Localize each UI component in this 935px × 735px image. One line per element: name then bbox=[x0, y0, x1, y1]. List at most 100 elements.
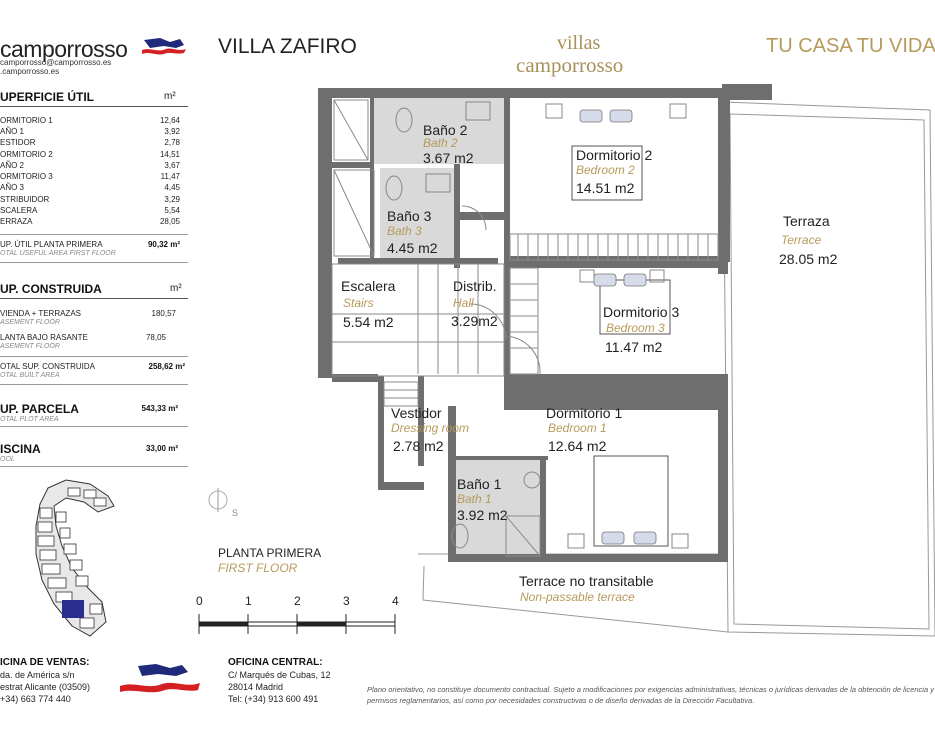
table-row-label: AÑO 2 bbox=[0, 161, 25, 170]
parcela-sub: OTAL PLOT AREA bbox=[0, 416, 59, 423]
room-dorm1-en: Bedroom 1 bbox=[548, 421, 607, 435]
table-row-value: 3,92 bbox=[164, 127, 180, 136]
divider bbox=[0, 426, 188, 427]
divider bbox=[0, 466, 188, 467]
bed-1-icon bbox=[593, 455, 669, 547]
superficie-util-total-value: 90,32 m² bbox=[147, 240, 180, 249]
table-row-value: 180,57 bbox=[151, 309, 176, 318]
table-row-label: AÑO 3 bbox=[0, 183, 25, 192]
table-row-label: ORMITORIO 3 bbox=[0, 172, 53, 181]
table-row-label: ORMITORIO 1 bbox=[0, 116, 53, 125]
table-row-label: ORMITORIO 2 bbox=[0, 150, 53, 159]
floor-plan bbox=[318, 84, 935, 637]
central-title: OFICINA CENTRAL: bbox=[228, 657, 323, 668]
sup-construida-total-label: OTAL SUP. CONSTRUIDA bbox=[0, 362, 95, 371]
piscina-value: 33,00 m² bbox=[145, 444, 178, 453]
parcela-value: 543,33 m² bbox=[141, 404, 178, 413]
ventas-phone[interactable]: +34) 663 774 440 bbox=[0, 694, 71, 704]
disclaimer: Plano orientativo, no constituye documen… bbox=[367, 685, 934, 705]
divider bbox=[0, 262, 188, 263]
room-terraza-name: Terraza bbox=[783, 213, 830, 229]
site-highlight bbox=[62, 600, 84, 618]
brand-name: camporrosso bbox=[0, 36, 128, 62]
room-terrace-nt-name: Terrace no transitable bbox=[519, 573, 654, 589]
room-bano2-en: Bath 2 bbox=[423, 136, 458, 150]
floor-name-en: FIRST FLOOR bbox=[218, 561, 298, 575]
table-row-sub: ASEMENT FLOOR bbox=[0, 343, 60, 350]
parcela-title: UP. PARCELA bbox=[0, 402, 79, 416]
room-terraza-en: Terrace bbox=[781, 233, 822, 247]
table-row-value: 11,47 bbox=[160, 172, 180, 181]
table-row-value: 4,45 bbox=[164, 183, 180, 192]
room-distrib-area: 3.29m2 bbox=[451, 313, 498, 329]
brand-flag-icon bbox=[142, 38, 186, 55]
bed-2-icon bbox=[571, 145, 643, 201]
table-row-label: LANTA BAJO RASANTE bbox=[0, 333, 88, 342]
table-row-value: 12,64 bbox=[159, 116, 180, 125]
sup-construida-title: UP. CONSTRUIDA bbox=[0, 282, 102, 296]
divider bbox=[0, 298, 188, 299]
ventas-line: da. de América s/n bbox=[0, 670, 75, 680]
tagline: TU CASA TU VIDA bbox=[766, 35, 935, 57]
table-row-value: 5,54 bbox=[164, 206, 180, 215]
superficie-util-title: UPERFICIE ÚTIL bbox=[0, 90, 95, 104]
table-row-label: AÑO 1 bbox=[0, 127, 25, 136]
room-bano3-en: Bath 3 bbox=[387, 224, 422, 238]
table-row-value: 78,05 bbox=[145, 333, 166, 342]
table-row-value: 3,29 bbox=[164, 195, 180, 204]
scale-tick-label: 0 bbox=[196, 594, 203, 608]
superficie-util-total-sub: OTAL USEFUL AREA FIRST FLOOR bbox=[0, 250, 116, 257]
divider bbox=[0, 106, 188, 107]
room-dorm3-en: Bedroom 3 bbox=[606, 321, 665, 335]
table-row-value: 3,67 bbox=[164, 161, 180, 170]
superficie-util-total-label: UP. ÚTIL PLANTA PRIMERA bbox=[0, 240, 103, 249]
brand-web[interactable]: .camporrosso.es bbox=[0, 67, 60, 76]
sup-construida-unit: m² bbox=[170, 283, 182, 294]
table-row-sub: ASEMENT FLOOR bbox=[0, 319, 60, 326]
scale-tick-label: 2 bbox=[294, 594, 301, 608]
compass-letter: S bbox=[232, 508, 239, 518]
room-vestidor-name: Vestidor bbox=[391, 405, 442, 421]
table-row-label: STRIBUIDOR bbox=[0, 195, 50, 204]
sup-construida-total-sub: OTAL BUILT AREA bbox=[0, 372, 60, 379]
scale-tick-label: 1 bbox=[245, 594, 252, 608]
table-row-label: VIENDA + TERRAZAS bbox=[0, 309, 81, 318]
room-bano1-name: Baño 1 bbox=[457, 476, 502, 492]
sup-construida-total-value: 258,62 m² bbox=[148, 362, 185, 371]
room-bano2-name: Baño 2 bbox=[423, 122, 468, 138]
bed-3-icon bbox=[599, 279, 671, 335]
table-row-label: ERRAZA bbox=[0, 217, 33, 226]
room-bano3-name: Baño 3 bbox=[387, 208, 432, 224]
piscina-sub: OOL bbox=[0, 456, 15, 463]
superficie-util-unit: m² bbox=[164, 91, 176, 102]
central-phone[interactable]: Tel: (+34) 913 600 491 bbox=[228, 694, 319, 704]
room-dorm1-area: 12.64 m2 bbox=[548, 438, 607, 454]
room-vestidor-area: 2.78 m2 bbox=[393, 438, 444, 454]
room-bano3-area: 4.45 m2 bbox=[387, 240, 438, 256]
brand-flag-icon bbox=[120, 664, 200, 693]
room-bano2-area: 3.67 m2 bbox=[423, 150, 474, 166]
table-row-value: 14,51 bbox=[159, 150, 180, 159]
table-row-value: 2,78 bbox=[164, 138, 180, 147]
brand-email[interactable]: camporrosso@camporrosso.es bbox=[0, 58, 112, 67]
room-escalera-name: Escalera bbox=[341, 278, 396, 294]
room-terraza-area: 28.05 m2 bbox=[779, 251, 838, 267]
room-dorm1-name: Dormitorio 1 bbox=[546, 405, 623, 421]
logo-villas: villas bbox=[557, 32, 601, 54]
scale-bar bbox=[198, 614, 396, 634]
scale-tick-label: 3 bbox=[343, 594, 350, 608]
ventas-line: estrat Alicante (03509) bbox=[0, 682, 91, 692]
room-dorm3-area: 11.47 m2 bbox=[605, 339, 663, 355]
room-terrace-nt-en: Non-passable terrace bbox=[520, 590, 635, 604]
room-dorm2-name: Dormitorio 2 bbox=[576, 147, 653, 163]
piscina-title: ISCINA bbox=[0, 442, 41, 456]
floor-name: PLANTA PRIMERA bbox=[218, 546, 322, 560]
superficie-util-rows: ORMITORIO 1 12,64 AÑO 1 3,92 ESTIDOR 2,7… bbox=[0, 116, 188, 231]
scale-tick-label: 4 bbox=[392, 594, 399, 608]
room-dorm2-en: Bedroom 2 bbox=[576, 163, 635, 177]
room-escalera-area: 5.54 m2 bbox=[343, 314, 394, 330]
ventas-title: ICINA DE VENTAS: bbox=[0, 657, 90, 668]
divider bbox=[0, 384, 188, 385]
central-line: C/ Marqués de Cubas, 12 bbox=[228, 670, 331, 680]
central-line: 28014 Madrid bbox=[228, 682, 284, 692]
